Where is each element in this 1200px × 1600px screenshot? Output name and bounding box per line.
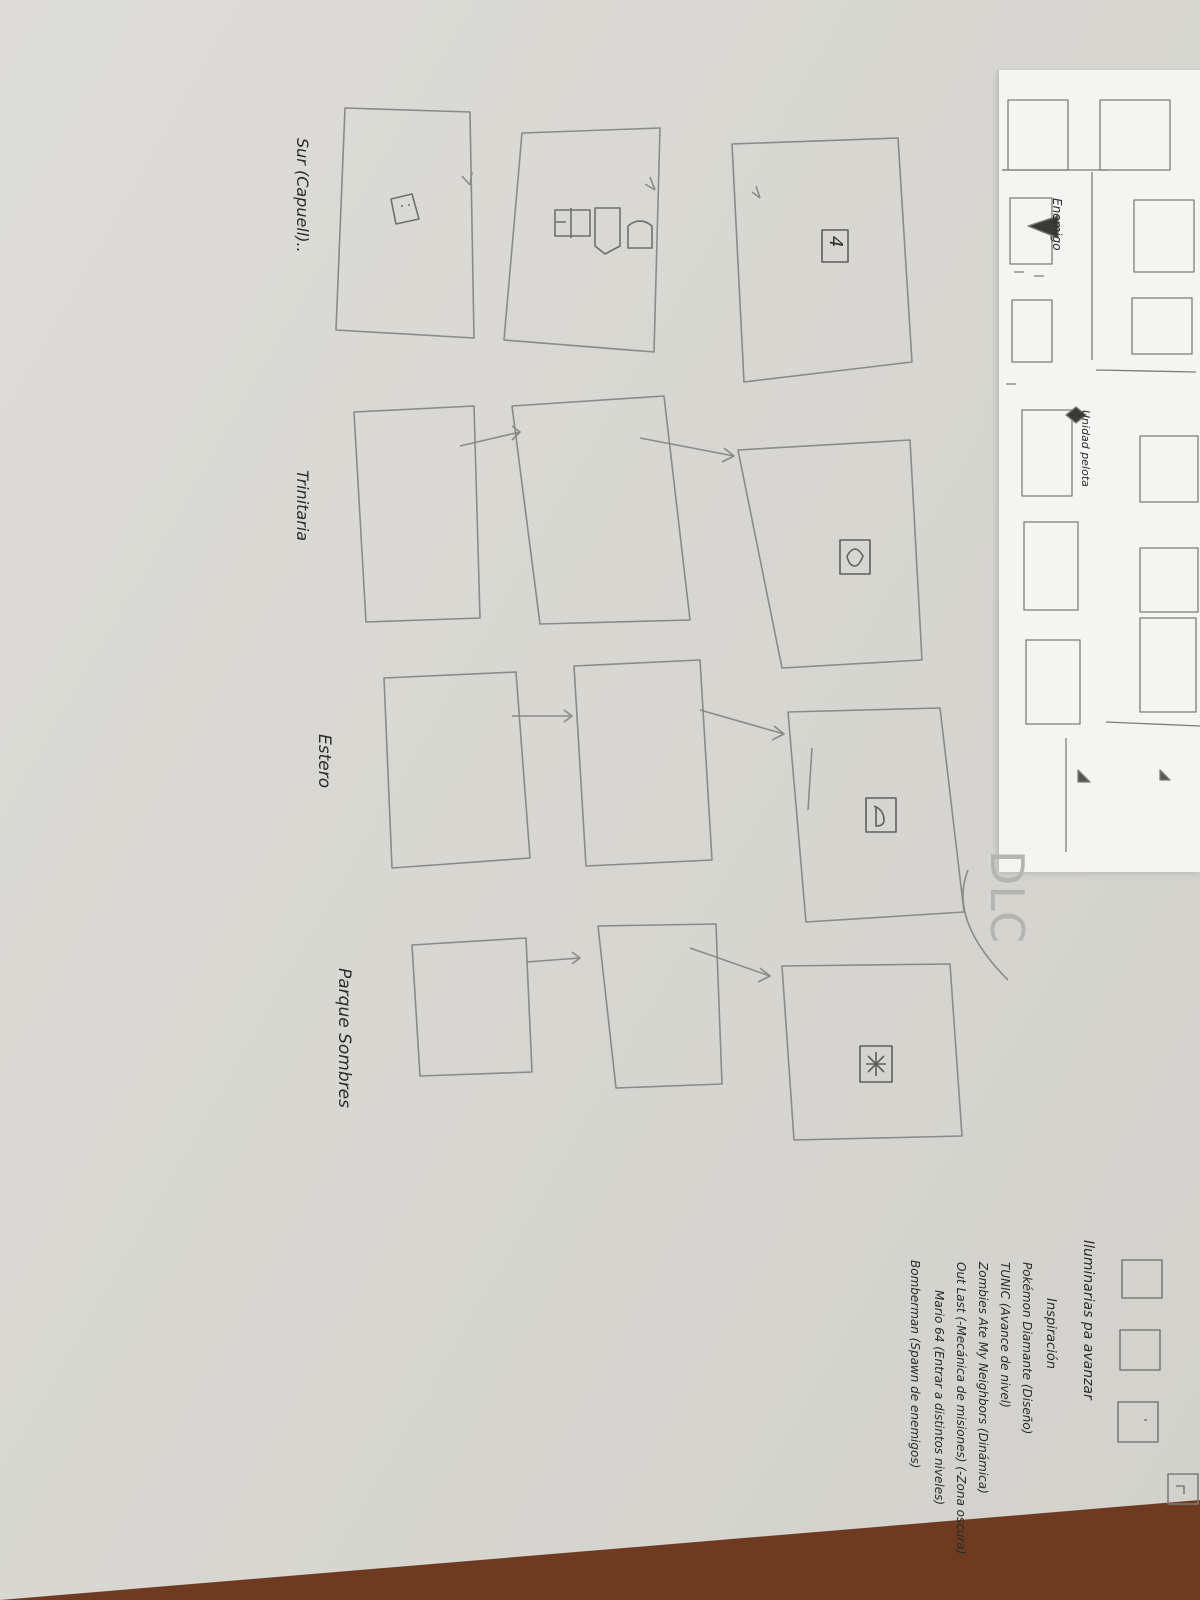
row-label-sur: Sur (Capuell)..	[293, 138, 312, 253]
row3-arrow-1	[512, 710, 572, 722]
notes-item-4: Out Last (-Mecánica de misiones) (-Zona …	[954, 1262, 968, 1554]
row-label-trinitaria: Trinitaria	[293, 470, 312, 541]
row-label-estero: Estero	[314, 734, 334, 788]
row-label-parque-sombres: Parque Sombres	[334, 968, 354, 1108]
sheet-enemy-label: Enemigo	[1050, 198, 1064, 251]
row3-panel-2	[574, 660, 712, 866]
notes-item-5: Mario 64 (Entrar a distintos niveles)	[932, 1290, 946, 1505]
helmet-icon	[628, 221, 652, 248]
row4-panel-2	[598, 924, 722, 1088]
row3-stroke	[808, 748, 812, 810]
notes-item-3: Zombies Ate My Neighbors (Dinámica)	[976, 1262, 990, 1494]
notes-item-6: Bomberman (Spawn de enemigos)	[908, 1260, 922, 1468]
row1-panel-2	[504, 128, 660, 352]
row2-arrow-2	[640, 438, 734, 462]
dlc-label: DLC	[980, 850, 1034, 943]
row2-panel-2	[512, 396, 690, 624]
row4-panel-3	[782, 964, 962, 1140]
row1-panel-1	[336, 108, 474, 338]
drop-icon	[866, 798, 896, 832]
sheet-grid	[1002, 100, 1200, 852]
row1-arrow-2	[645, 177, 655, 190]
drop-mark	[874, 806, 884, 826]
sheet-unit-label: Unidad pelota	[1079, 410, 1092, 487]
row4-arrow-2	[690, 948, 770, 982]
notes-item-2: TUNIC (Avance de nivel)	[998, 1262, 1012, 1408]
flame-mark	[847, 549, 863, 566]
mask-icon	[391, 194, 419, 224]
row3-arrow-2	[700, 710, 784, 740]
notes-heading: Inspiración	[1043, 1298, 1058, 1369]
flame-icon	[840, 540, 870, 574]
leaf-mark	[866, 1052, 886, 1076]
row1-final-mark: 4	[825, 236, 846, 247]
row2-panel-1	[354, 406, 480, 622]
row2-panel-3	[738, 440, 922, 668]
notes-item-1: Pokémon Diamante (Diseño)	[1020, 1262, 1034, 1434]
row4-arrow-1	[526, 952, 580, 964]
shield-icon	[595, 208, 620, 254]
notes-top-label: Iluminarias pa avanzar	[1080, 1240, 1096, 1400]
row4-panel-1	[412, 938, 532, 1076]
row3-panel-1	[384, 672, 530, 868]
row2-arrow-1	[460, 426, 520, 446]
side-boxes	[1118, 1260, 1198, 1504]
row1-arrow-3	[752, 186, 760, 198]
ankh-icon	[555, 208, 590, 238]
